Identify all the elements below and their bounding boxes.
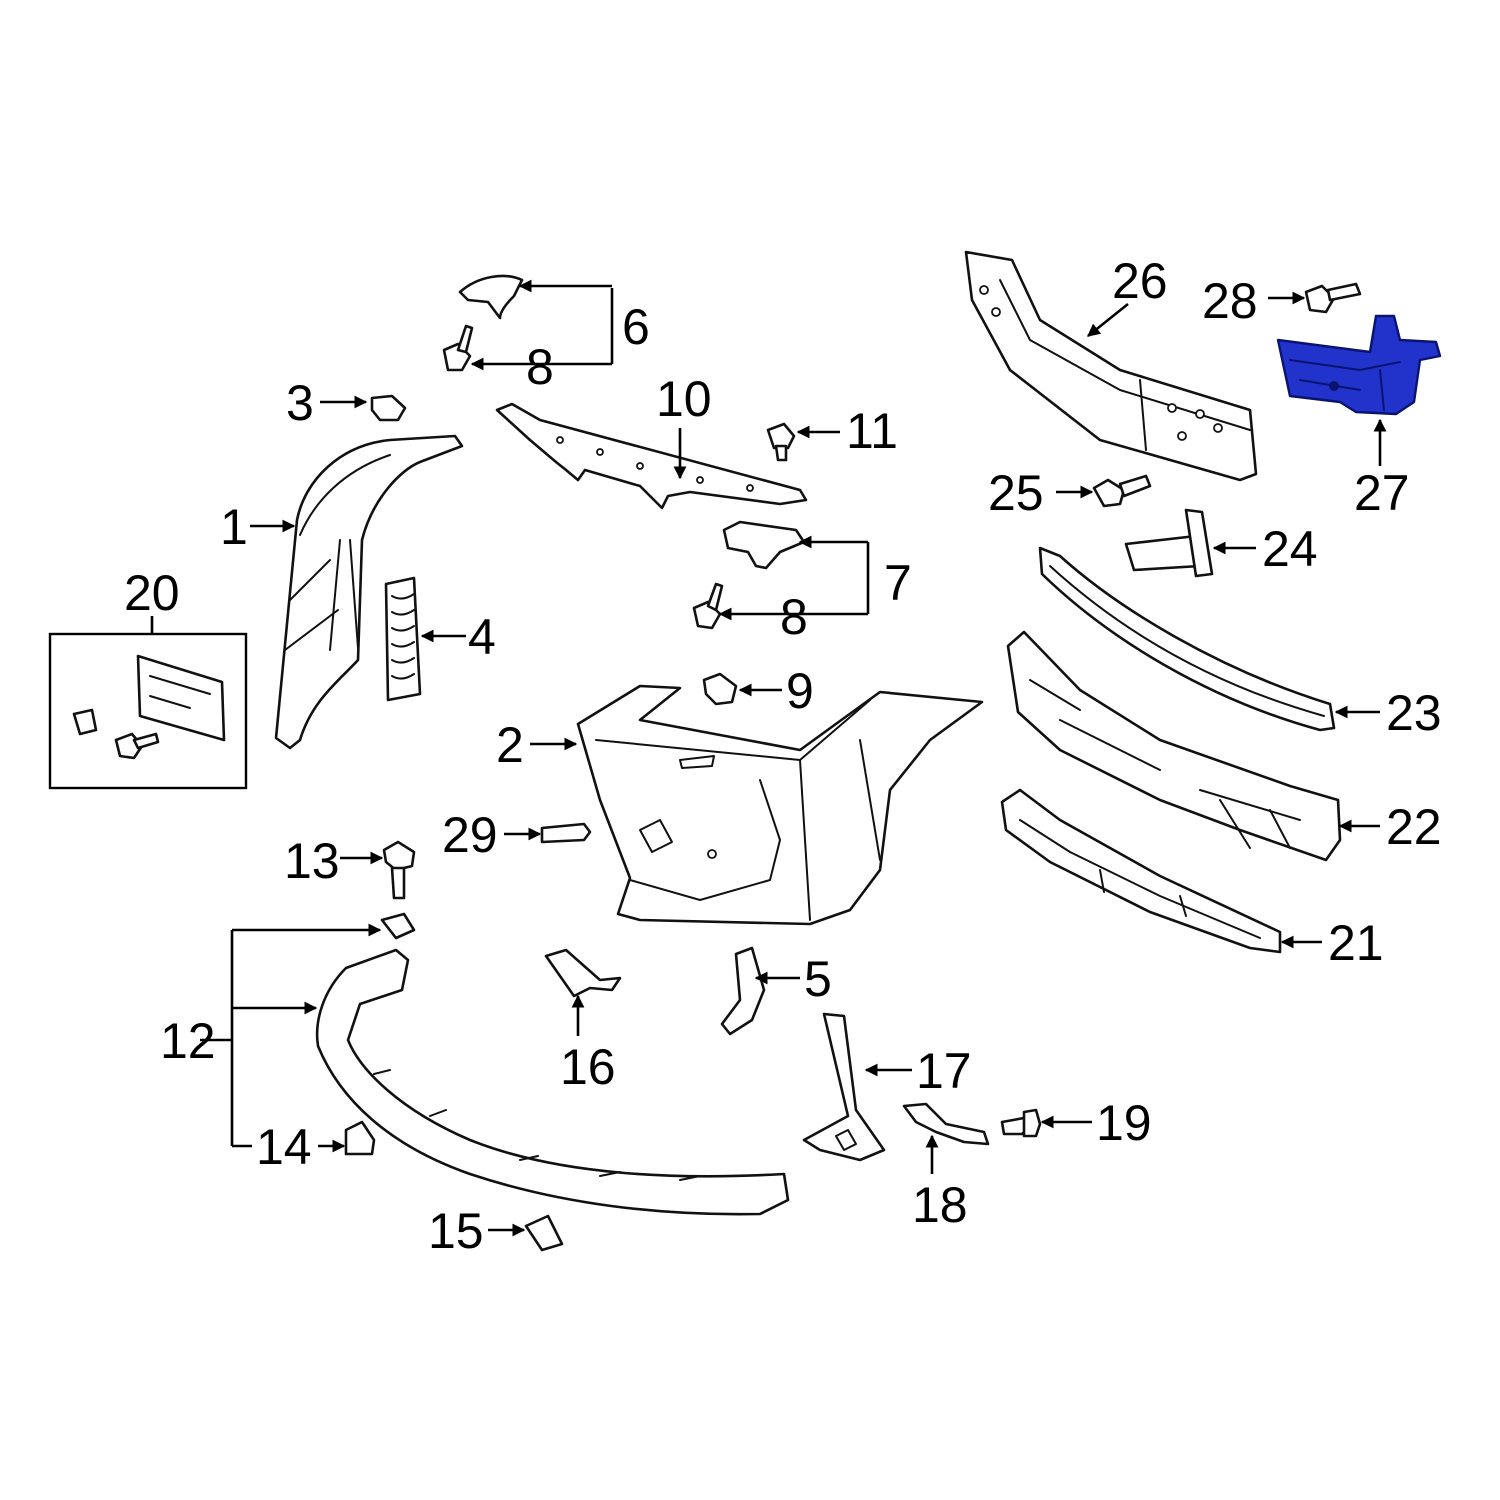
- callout-25[interactable]: 25: [988, 465, 1044, 521]
- callout-20[interactable]: 20: [124, 565, 180, 621]
- part-8-bolt-lower[interactable]: [692, 582, 724, 630]
- callout-12[interactable]: 12: [160, 1013, 216, 1069]
- callout-15[interactable]: 15: [428, 1203, 484, 1259]
- callout-24[interactable]: 24: [1262, 521, 1318, 577]
- callout-2[interactable]: 2: [496, 717, 524, 773]
- part-25-bolt[interactable]: [1092, 474, 1152, 508]
- callout-labels: 1 2 3 4 5 6 7 8 8 9 10 11 12 13 14 15 16…: [124, 253, 1442, 1259]
- callout-17[interactable]: 17: [916, 1043, 972, 1099]
- part-16-cap[interactable]: [544, 948, 622, 998]
- part-21-lower-absorber[interactable]: [1000, 788, 1282, 954]
- callout-13[interactable]: 13: [284, 833, 340, 889]
- callout-16[interactable]: 16: [560, 1039, 616, 1095]
- part-17-bracket[interactable]: [802, 1012, 886, 1162]
- part-27-bracket-highlighted[interactable]: [1276, 314, 1442, 416]
- part-26-reinforcement[interactable]: [964, 250, 1258, 482]
- part-11-bolt[interactable]: [766, 422, 796, 462]
- callout-6[interactable]: 6: [622, 299, 650, 355]
- part-12-lower-spoiler[interactable]: [315, 948, 790, 1216]
- callout-5[interactable]: 5: [804, 951, 832, 1007]
- part-28-bolt[interactable]: [1304, 282, 1362, 314]
- leader-lines: [150, 279, 1387, 1237]
- callout-9[interactable]: 9: [786, 663, 814, 719]
- part-24-absorber[interactable]: [1124, 508, 1214, 578]
- callout-26[interactable]: 26: [1112, 253, 1168, 309]
- part-13-bolt[interactable]: [382, 840, 416, 900]
- part-2-bumper-cover[interactable]: [576, 684, 984, 926]
- part-6-bracket[interactable]: [458, 274, 524, 320]
- callout-23[interactable]: 23: [1386, 685, 1442, 741]
- part-3-clip[interactable]: [370, 394, 407, 422]
- callout-28[interactable]: 28: [1202, 273, 1258, 329]
- callout-3[interactable]: 3: [286, 375, 314, 431]
- part-8-bolt-upper[interactable]: [442, 324, 474, 372]
- callout-21[interactable]: 21: [1328, 915, 1384, 971]
- part-4-pad[interactable]: [384, 576, 422, 702]
- callout-18[interactable]: 18: [912, 1177, 968, 1233]
- callout-8-upper[interactable]: 8: [526, 339, 554, 395]
- callout-10[interactable]: 10: [656, 371, 712, 427]
- part-9-clip[interactable]: [702, 672, 738, 706]
- part-18-bracket[interactable]: [902, 1102, 990, 1146]
- part-22-energy-absorber[interactable]: [1006, 630, 1342, 862]
- part-5-bracket[interactable]: [720, 946, 766, 1036]
- part-20-kit[interactable]: [48, 632, 248, 790]
- part-19-bolt[interactable]: [1000, 1108, 1042, 1138]
- part-29-insert[interactable]: [540, 822, 592, 844]
- part-20-box: [48, 632, 248, 790]
- part-15-clip[interactable]: [524, 1214, 564, 1252]
- callout-8-lower[interactable]: 8: [780, 589, 808, 645]
- callout-1[interactable]: 1: [220, 499, 248, 555]
- callout-4[interactable]: 4: [468, 609, 496, 665]
- part-7-bracket[interactable]: [722, 520, 806, 570]
- callout-27[interactable]: 27: [1354, 465, 1410, 521]
- callout-29[interactable]: 29: [442, 807, 498, 863]
- part-12-nut[interactable]: [380, 912, 416, 940]
- callout-11[interactable]: 11: [846, 403, 898, 459]
- callout-19[interactable]: 19: [1096, 1095, 1152, 1151]
- callout-14[interactable]: 14: [256, 1119, 312, 1175]
- part-10-upper-retainer[interactable]: [495, 402, 808, 510]
- part-14-clip[interactable]: [344, 1120, 376, 1156]
- callout-22[interactable]: 22: [1386, 799, 1442, 855]
- callout-7[interactable]: 7: [884, 555, 912, 611]
- part-23-absorber[interactable]: [1038, 546, 1336, 732]
- part-1-fender-liner[interactable]: [274, 434, 464, 750]
